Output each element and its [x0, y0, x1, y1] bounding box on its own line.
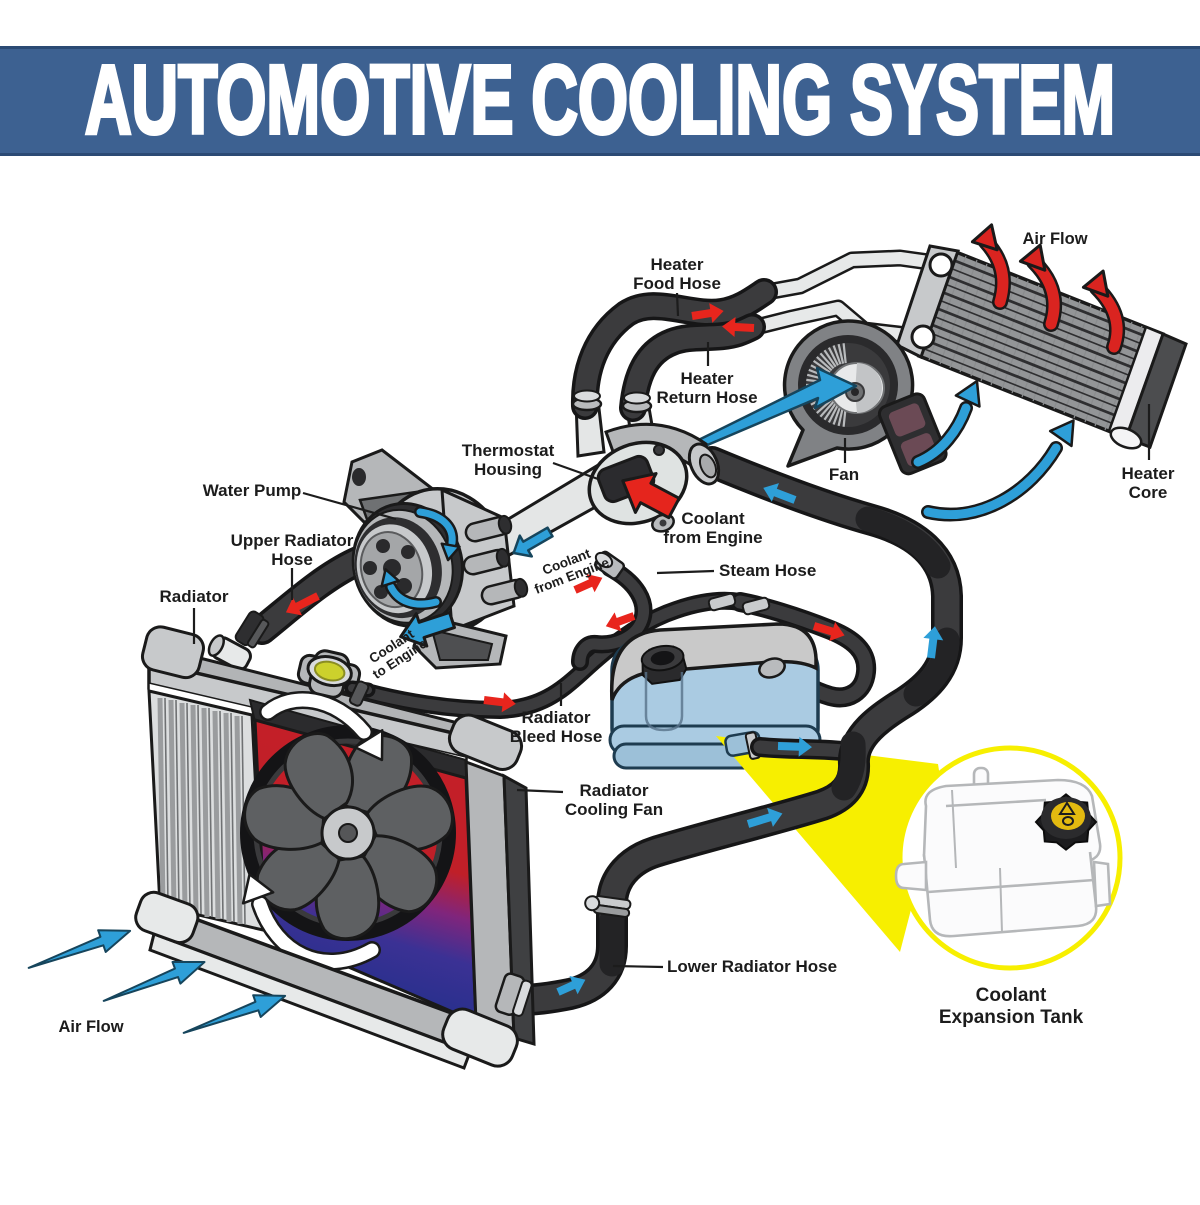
svg-text:Lower Radiator Hose: Lower Radiator Hose	[667, 957, 837, 976]
svg-text:Steam Hose: Steam Hose	[719, 561, 816, 580]
svg-text:Radiator: Radiator	[160, 587, 229, 606]
svg-text:Coolantfrom Engine: Coolantfrom Engine	[663, 509, 762, 547]
svg-text:Water Pump: Water Pump	[203, 481, 302, 500]
svg-text:Air Flow: Air Flow	[1022, 230, 1087, 248]
svg-text:Fan: Fan	[829, 465, 859, 484]
svg-text:AUTOMOTIVE COOLING SYSTEM: AUTOMOTIVE COOLING SYSTEM	[85, 45, 1115, 154]
svg-text:Air Flow: Air Flow	[58, 1018, 123, 1036]
